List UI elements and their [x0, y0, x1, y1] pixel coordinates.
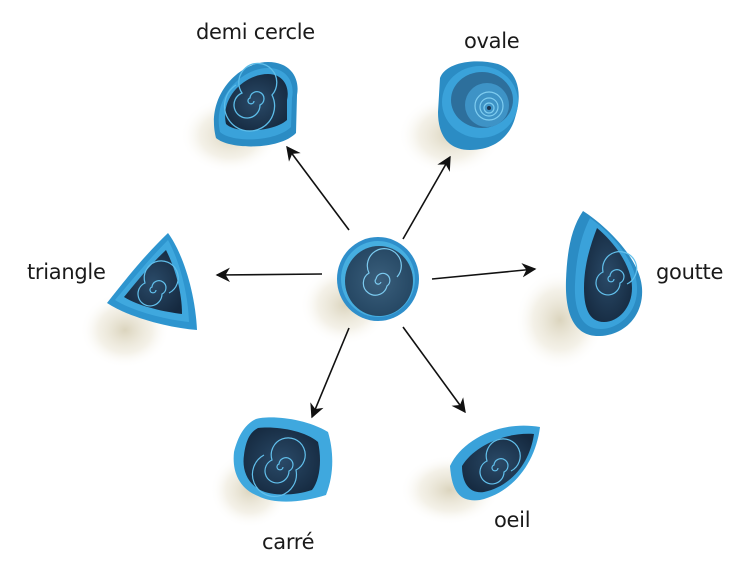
arrows: [215, 145, 537, 419]
goutte-coil-image: [565, 211, 643, 337]
label-demi-cercle: demi cercle: [196, 20, 315, 44]
center-coil-image: [337, 237, 419, 321]
arrow-to-demi-cercle: [286, 145, 350, 231]
carre-coil-image: [233, 417, 333, 502]
arrow-to-triangle: [215, 267, 323, 283]
arrow-to-carre: [310, 327, 350, 419]
shadows: [80, 95, 605, 528]
label-ovale: ovale: [464, 29, 520, 53]
arrow-to-ovale: [402, 155, 451, 240]
label-goutte: goutte: [656, 260, 724, 284]
label-triangle: triangle: [27, 260, 106, 284]
oeil-coil-image: [450, 425, 540, 501]
ovale-coil-image: [438, 61, 519, 150]
arrow-to-oeil: [402, 326, 466, 414]
triangle-coil-image: [107, 233, 197, 330]
label-oeil: oeil: [494, 508, 531, 532]
label-carre: carré: [262, 530, 315, 554]
arrow-to-goutte: [431, 263, 537, 280]
demi-cercle-coil-image: [213, 62, 298, 147]
